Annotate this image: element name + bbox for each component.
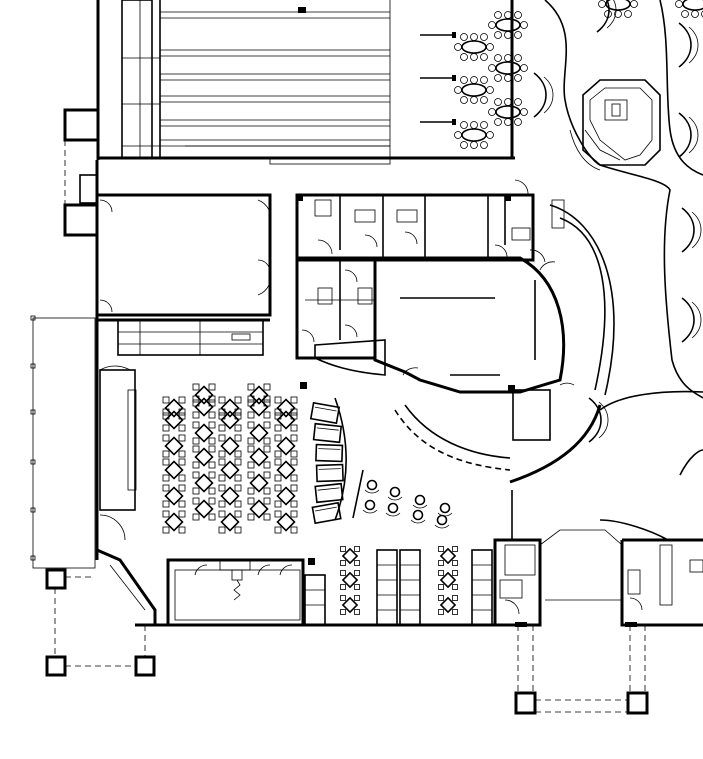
lane-3	[160, 119, 390, 147]
booth-segment	[309, 401, 341, 425]
entry-canopy-south	[514, 622, 649, 715]
dining-table	[218, 458, 242, 482]
bowling-lanes	[96, 0, 515, 165]
south-east-wing	[493, 490, 703, 627]
booth-seating-ring	[533, 0, 703, 443]
lounge-chair	[412, 494, 428, 509]
dining-table	[162, 458, 186, 482]
restrooms	[295, 179, 535, 389]
booth	[596, 0, 617, 33]
lounge-chair	[387, 486, 403, 501]
south-booth-stack	[471, 549, 493, 626]
dining-table	[247, 471, 271, 495]
dining-table	[274, 510, 298, 534]
dining-table	[192, 497, 216, 521]
dining-table	[247, 383, 271, 407]
booth	[533, 72, 554, 118]
dining-table	[192, 421, 216, 445]
dining-table	[218, 434, 242, 458]
dining-table	[247, 421, 271, 445]
lounge-chair	[437, 502, 453, 517]
south-booths	[340, 546, 493, 626]
ball-returns	[420, 32, 456, 125]
entry-canopy-west	[30, 315, 156, 677]
south-table	[340, 570, 360, 590]
lounge-rail	[352, 469, 364, 519]
central-bar	[569, 79, 661, 171]
lounge-seating	[352, 469, 453, 529]
south-table	[438, 595, 458, 615]
dining-table	[162, 510, 186, 534]
south-table	[340, 546, 360, 566]
banquet-table	[488, 54, 528, 82]
dining-table	[218, 510, 242, 534]
banquet-table	[675, 0, 703, 18]
banquet-table	[454, 76, 494, 104]
banquet-tables	[454, 0, 703, 149]
dining-table	[247, 445, 271, 469]
dining-table	[274, 434, 298, 458]
lane-1	[160, 7, 390, 57]
dining-table	[192, 445, 216, 469]
booth-segment	[315, 463, 344, 483]
booth-segment	[312, 422, 343, 444]
banquet-table	[598, 0, 638, 18]
south-table	[340, 595, 360, 615]
curved-booths	[309, 397, 348, 525]
banquet-table	[488, 11, 528, 39]
dining-table	[218, 408, 242, 432]
lounge-chair	[362, 499, 378, 514]
curved-booth-rail	[334, 397, 348, 521]
lane-2	[160, 73, 390, 103]
booth-segment	[315, 443, 344, 463]
dining-table	[274, 484, 298, 508]
open-dining-grid	[162, 383, 298, 534]
dining-table	[218, 396, 242, 420]
lounge-chair	[385, 502, 401, 517]
dining-table	[162, 484, 186, 508]
dining-table	[247, 395, 271, 419]
booth-segment	[314, 482, 344, 504]
dining-table	[192, 471, 216, 495]
dining-table	[218, 484, 242, 508]
dining-table	[192, 395, 216, 419]
booth	[588, 397, 609, 443]
central-kitchen	[373, 249, 575, 441]
lounge-chair	[410, 509, 426, 524]
dining-table	[274, 408, 298, 432]
dining-table	[162, 408, 186, 432]
dining-table	[247, 497, 271, 521]
south-booth-stack	[399, 549, 421, 626]
dining-table	[162, 434, 186, 458]
west-lobby	[96, 365, 157, 625]
lounge-chair	[364, 479, 380, 494]
south-booth-stack	[376, 549, 398, 626]
west-rooms	[95, 193, 272, 356]
south-rooms	[135, 558, 495, 627]
booth-segment	[311, 501, 342, 525]
dining-table	[192, 383, 216, 407]
curved-bar-counter	[394, 199, 615, 484]
banquet-table	[488, 98, 528, 126]
dining-table	[274, 458, 298, 482]
east-rotunda	[599, 390, 703, 541]
booth	[678, 22, 699, 68]
south-table	[438, 570, 458, 590]
booth	[678, 112, 699, 158]
south-table	[438, 546, 458, 566]
west-wall	[63, 108, 113, 560]
service-rooms	[295, 256, 386, 376]
booth	[681, 297, 702, 343]
dining-table	[274, 396, 298, 420]
lounge-chair	[434, 514, 450, 529]
banquet-table	[454, 33, 494, 61]
dining-table	[162, 396, 186, 420]
banquet-table	[454, 121, 494, 149]
booth	[681, 207, 702, 253]
